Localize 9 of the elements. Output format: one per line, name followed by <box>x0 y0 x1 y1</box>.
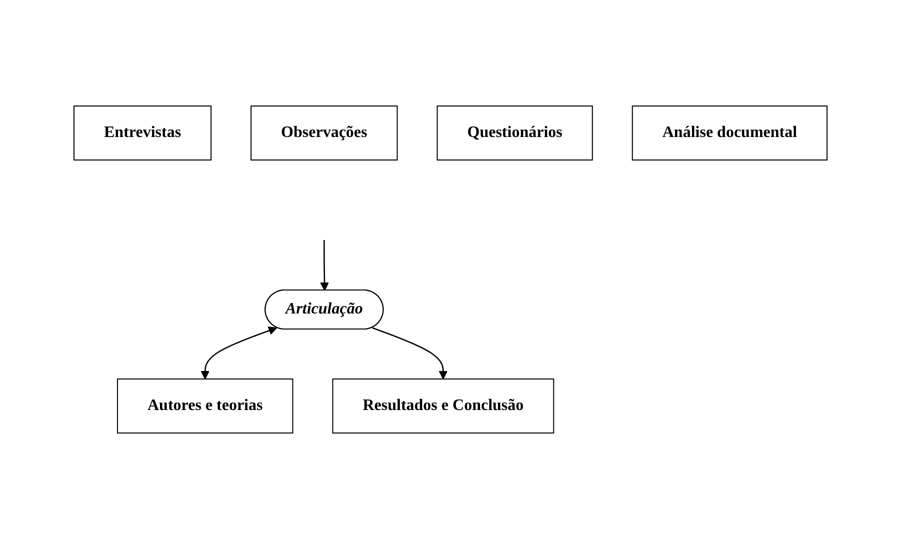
node-box: Entrevistas <box>73 106 212 160</box>
node-box: Questionários <box>436 106 593 160</box>
arrow <box>200 326 278 380</box>
node-box: Resultados e Conclusão <box>332 378 554 434</box>
arrow <box>320 240 329 291</box>
node-box: Análise documental <box>632 106 828 160</box>
node-box: Autores e teorias <box>116 378 294 434</box>
node-box: Observações <box>250 106 398 160</box>
arrow <box>372 327 448 380</box>
